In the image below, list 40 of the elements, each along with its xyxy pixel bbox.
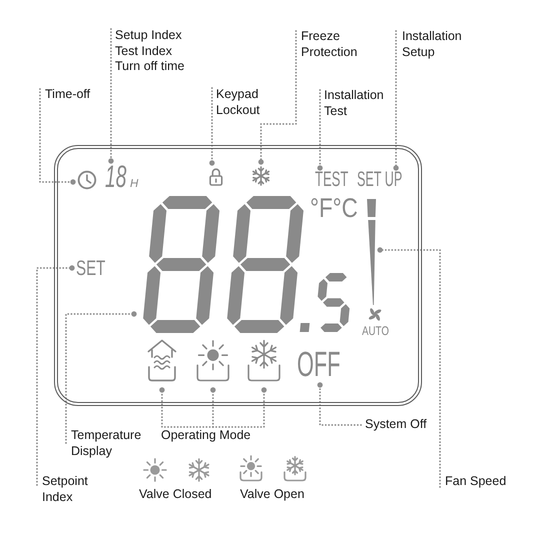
- callout-label: Setpoint Index: [42, 474, 104, 505]
- callout-label: System Off: [365, 417, 427, 432]
- leader-line: [39, 88, 76, 185]
- callout-label: Installation Setup: [402, 29, 478, 60]
- leader-line: [317, 382, 362, 426]
- lcd-indicator-text: SET UP: [357, 170, 402, 189]
- lcd-indicator-text: TEST: [315, 170, 348, 189]
- sun-tray-icon: [196, 338, 230, 382]
- lock-icon: [209, 167, 223, 186]
- callout-label: Operating Mode: [161, 428, 251, 444]
- callout-label: Temperature Display: [71, 428, 155, 459]
- house-waves-icon: [146, 338, 178, 382]
- lcd-unit-text: H: [130, 180, 138, 190]
- leader-line: [65, 311, 137, 444]
- leader-line: [377, 247, 441, 488]
- callout-label: Keypad Lockout: [216, 87, 276, 118]
- clock-icon: [77, 170, 97, 190]
- callout-label: Time-off: [45, 87, 90, 102]
- fan-speed-bar: [366, 198, 377, 306]
- legend-text: Valve Closed: [139, 487, 212, 502]
- snowflake-tray-icon: [247, 338, 281, 382]
- callout-label: Fan Speed: [445, 474, 506, 490]
- fan-mode-text: AUTO: [362, 326, 389, 337]
- lcd-indicator-text: SET: [76, 260, 106, 278]
- leader-line: [317, 89, 323, 171]
- lcd-display-frame: [54, 145, 422, 406]
- leader-line: [393, 30, 399, 171]
- legend-text: Valve Open: [240, 487, 304, 502]
- leader-line: [36, 265, 75, 486]
- callout-label: Setup Index Test Index Turn off time: [115, 28, 199, 74]
- callout-label: Freeze Protection: [301, 29, 377, 60]
- lcd-indicator-text: OFF: [297, 350, 340, 380]
- leader-line: [209, 87, 215, 166]
- leader-line: [108, 28, 114, 164]
- callout-label: Installation Test: [324, 88, 394, 119]
- temperature-unit-text: °F°C: [310, 197, 358, 221]
- leader-line: [258, 30, 297, 165]
- lcd-number-text: 18: [105, 164, 126, 191]
- snowflake-icon: [251, 166, 271, 186]
- leader-line: [212, 387, 267, 428]
